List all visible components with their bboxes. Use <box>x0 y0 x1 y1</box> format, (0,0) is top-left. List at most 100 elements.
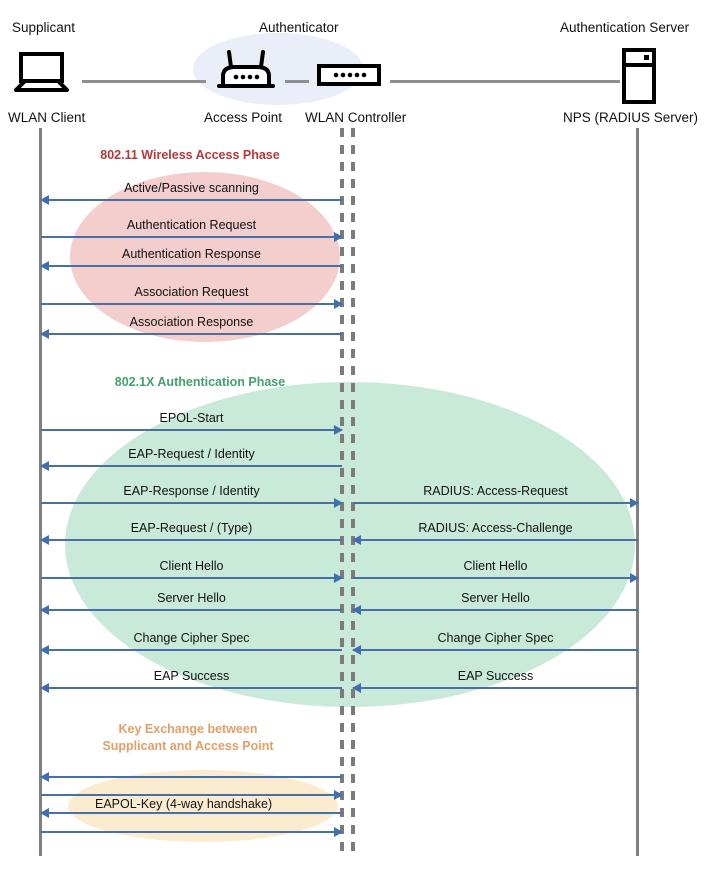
arrowhead-left-icon <box>352 683 361 693</box>
wlan-controller-label: WLAN Controller <box>305 110 407 125</box>
wlan-controller-icon <box>316 62 382 93</box>
wire-client-to-ap <box>82 80 206 83</box>
arrow-line <box>41 577 342 579</box>
msg-client-hello-left: Client Hello <box>41 559 343 583</box>
arrowhead-right-icon <box>334 498 343 508</box>
arrowhead-left-icon <box>40 772 49 782</box>
arrow-line <box>41 502 342 504</box>
access-point-icon <box>215 48 277 99</box>
arrow-line <box>41 831 342 833</box>
arrow-line <box>41 687 342 689</box>
arrow-line <box>353 577 638 579</box>
nps-server-label: NPS (RADIUS Server) <box>563 110 699 125</box>
arrow-label: Client Hello <box>463 559 528 573</box>
arrowhead-left-icon <box>352 645 361 655</box>
arrow-label: Server Hello <box>461 591 530 605</box>
msg-server-hello-right: Server Hello <box>352 591 638 615</box>
msg-radius-access-request: RADIUS: Access-Request <box>353 484 639 508</box>
msg-eap-request-identity: EAP-Request / Identity <box>40 447 342 471</box>
arrowhead-right-icon <box>334 425 343 435</box>
wire-ap-to-controller <box>285 80 309 83</box>
wlan-client-label: WLAN Client <box>8 110 86 125</box>
arrow-label: Association Request <box>134 285 249 299</box>
access-point-label: Access Point <box>204 110 283 125</box>
arrowhead-right-icon <box>334 299 343 309</box>
lifeline-supplicant <box>39 128 42 856</box>
arrow-label: Active/Passive scanning <box>124 181 259 195</box>
arrow-line <box>353 609 638 611</box>
arrow-label: EAP-Request / (Type) <box>130 521 253 535</box>
msg-key-exchange-2 <box>41 790 343 800</box>
arrow-line <box>353 687 638 689</box>
arrow-line <box>353 539 638 541</box>
arrow-label: RADIUS: Access-Request <box>423 484 568 498</box>
arrowhead-left-icon <box>40 808 49 818</box>
arrowhead-right-icon <box>334 790 343 800</box>
arrow-line <box>41 333 342 335</box>
msg-client-hello-right: Client Hello <box>353 559 639 583</box>
arrowhead-right-icon <box>334 827 343 837</box>
authenticator-role-title: Authenticator <box>259 20 339 35</box>
arrow-label: EAP Success <box>457 669 534 683</box>
arrowhead-right-icon <box>334 573 343 583</box>
arrowhead-left-icon <box>40 195 49 205</box>
arrow-label: RADIUS: Access-Challenge <box>418 521 573 535</box>
arrow-line <box>41 236 342 238</box>
laptop-icon <box>14 52 72 99</box>
arrow-label: Client Hello <box>159 559 224 573</box>
arrow-line <box>353 502 638 504</box>
msg-key-exchange-3 <box>40 808 342 818</box>
phase-label-wireless: 802.11 Wireless Access Phase <box>100 148 280 162</box>
msg-change-cipher-spec-left: Change Cipher Spec <box>40 631 342 655</box>
arrowhead-right-icon <box>334 232 343 242</box>
msg-server-hello-left: Server Hello <box>40 591 342 615</box>
arrow-label: EAP-Request / Identity <box>128 447 255 461</box>
arrow-line <box>41 794 342 796</box>
phase-label-dot1x: 802.1X Authentication Phase <box>114 375 286 389</box>
arrow-label: EAP Success <box>153 669 230 683</box>
msg-active-passive-scanning: Active/Passive scanning <box>40 181 342 205</box>
msg-authentication-response: Authentication Response <box>40 247 342 271</box>
arrowhead-right-icon <box>630 498 639 508</box>
arrowhead-left-icon <box>40 605 49 615</box>
msg-eap-success-left: EAP Success <box>40 669 342 693</box>
arrow-line <box>41 539 342 541</box>
arrow-line <box>41 609 342 611</box>
arrow-line <box>41 465 342 467</box>
msg-association-request: Association Request <box>41 285 343 309</box>
arrowhead-left-icon <box>40 645 49 655</box>
phase-highlight-dot1x <box>65 382 635 707</box>
arrowhead-left-icon <box>40 683 49 693</box>
lifeline-access-point <box>340 128 344 856</box>
msg-eap-response-identity: EAP-Response / Identity <box>41 484 343 508</box>
arrowhead-left-icon <box>352 605 361 615</box>
lifeline-auth-server <box>636 128 639 856</box>
wire-controller-to-server <box>390 80 620 83</box>
msg-key-exchange-4 <box>41 827 343 837</box>
arrow-line <box>353 649 638 651</box>
arrow-label: EAP-Response / Identity <box>123 484 260 498</box>
arrow-line <box>41 199 342 201</box>
arrow-line <box>41 303 342 305</box>
arrow-line <box>41 649 342 651</box>
msg-key-exchange-1 <box>40 772 342 782</box>
msg-change-cipher-spec-right: Change Cipher Spec <box>352 631 638 655</box>
arrow-label: Change Cipher Spec <box>133 631 250 645</box>
arrow-label: Change Cipher Spec <box>437 631 554 645</box>
eapol-key-caption: EAPOL-Key (4-way handshake) <box>95 797 273 811</box>
arrow-label: Association Response <box>129 315 254 329</box>
msg-eapol-start: EPOL-Start <box>41 411 343 435</box>
msg-eap-success-right: EAP Success <box>352 669 638 693</box>
arrow-line <box>41 429 342 431</box>
phase-highlight-key <box>68 770 338 842</box>
arrow-label: Authentication Response <box>122 247 261 261</box>
arrowhead-left-icon <box>40 461 49 471</box>
arrow-label: Server Hello <box>157 591 226 605</box>
server-icon <box>620 48 658 109</box>
authserver-role-title: Authentication Server <box>560 20 690 35</box>
arrow-label: Authentication Request <box>126 218 257 232</box>
arrowhead-left-icon <box>40 261 49 271</box>
arrow-label: EPOL-Start <box>159 411 224 425</box>
msg-eap-request-type: EAP-Request / (Type) <box>40 521 342 545</box>
arrowhead-left-icon <box>40 329 49 339</box>
